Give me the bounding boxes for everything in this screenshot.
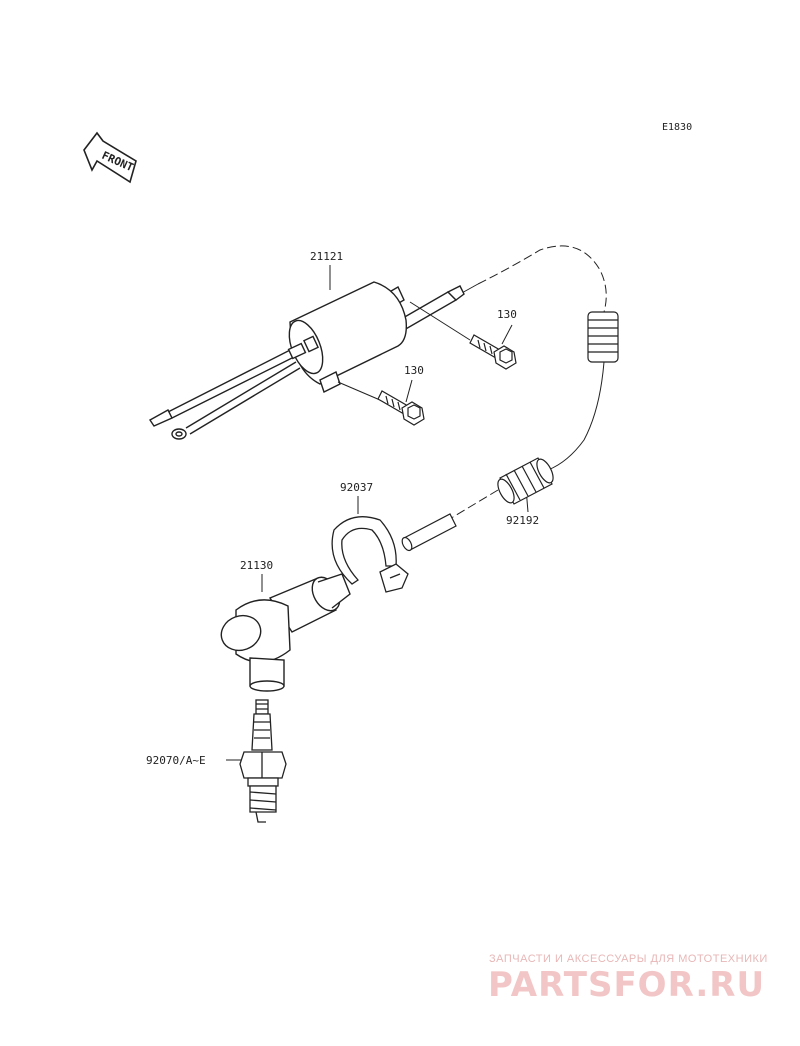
label-part-92037: 92037 [340,481,373,494]
label-part-92192: 92192 [506,514,539,527]
label-part-92070: 92070/A~E [146,754,206,767]
label-part-130-upper: 130 [497,308,517,321]
wire-spring-upper [587,311,619,363]
label-part-130-lower: 130 [404,364,424,377]
watermark-tagline: ЗАПЧАСТИ И АКСЕССУАРЫ ДЛЯ МОТОТЕХНИКИ [489,953,768,965]
label-part-21121: 21121 [310,250,343,263]
watermark-logo: PARTSFOR.RU [488,965,765,1005]
front-arrow-icon: FRONT [83,131,137,184]
spark-plug [239,699,287,823]
bolt-lower [377,390,425,426]
spring [497,457,554,505]
diagram-code: E1830 [662,122,692,133]
ignition-coil [148,281,465,440]
clamp [331,516,409,593]
wire-sleeve [401,513,457,552]
bolt-upper [469,334,517,370]
spark-plug-cap [220,573,351,692]
label-part-21130: 21130 [240,559,273,572]
